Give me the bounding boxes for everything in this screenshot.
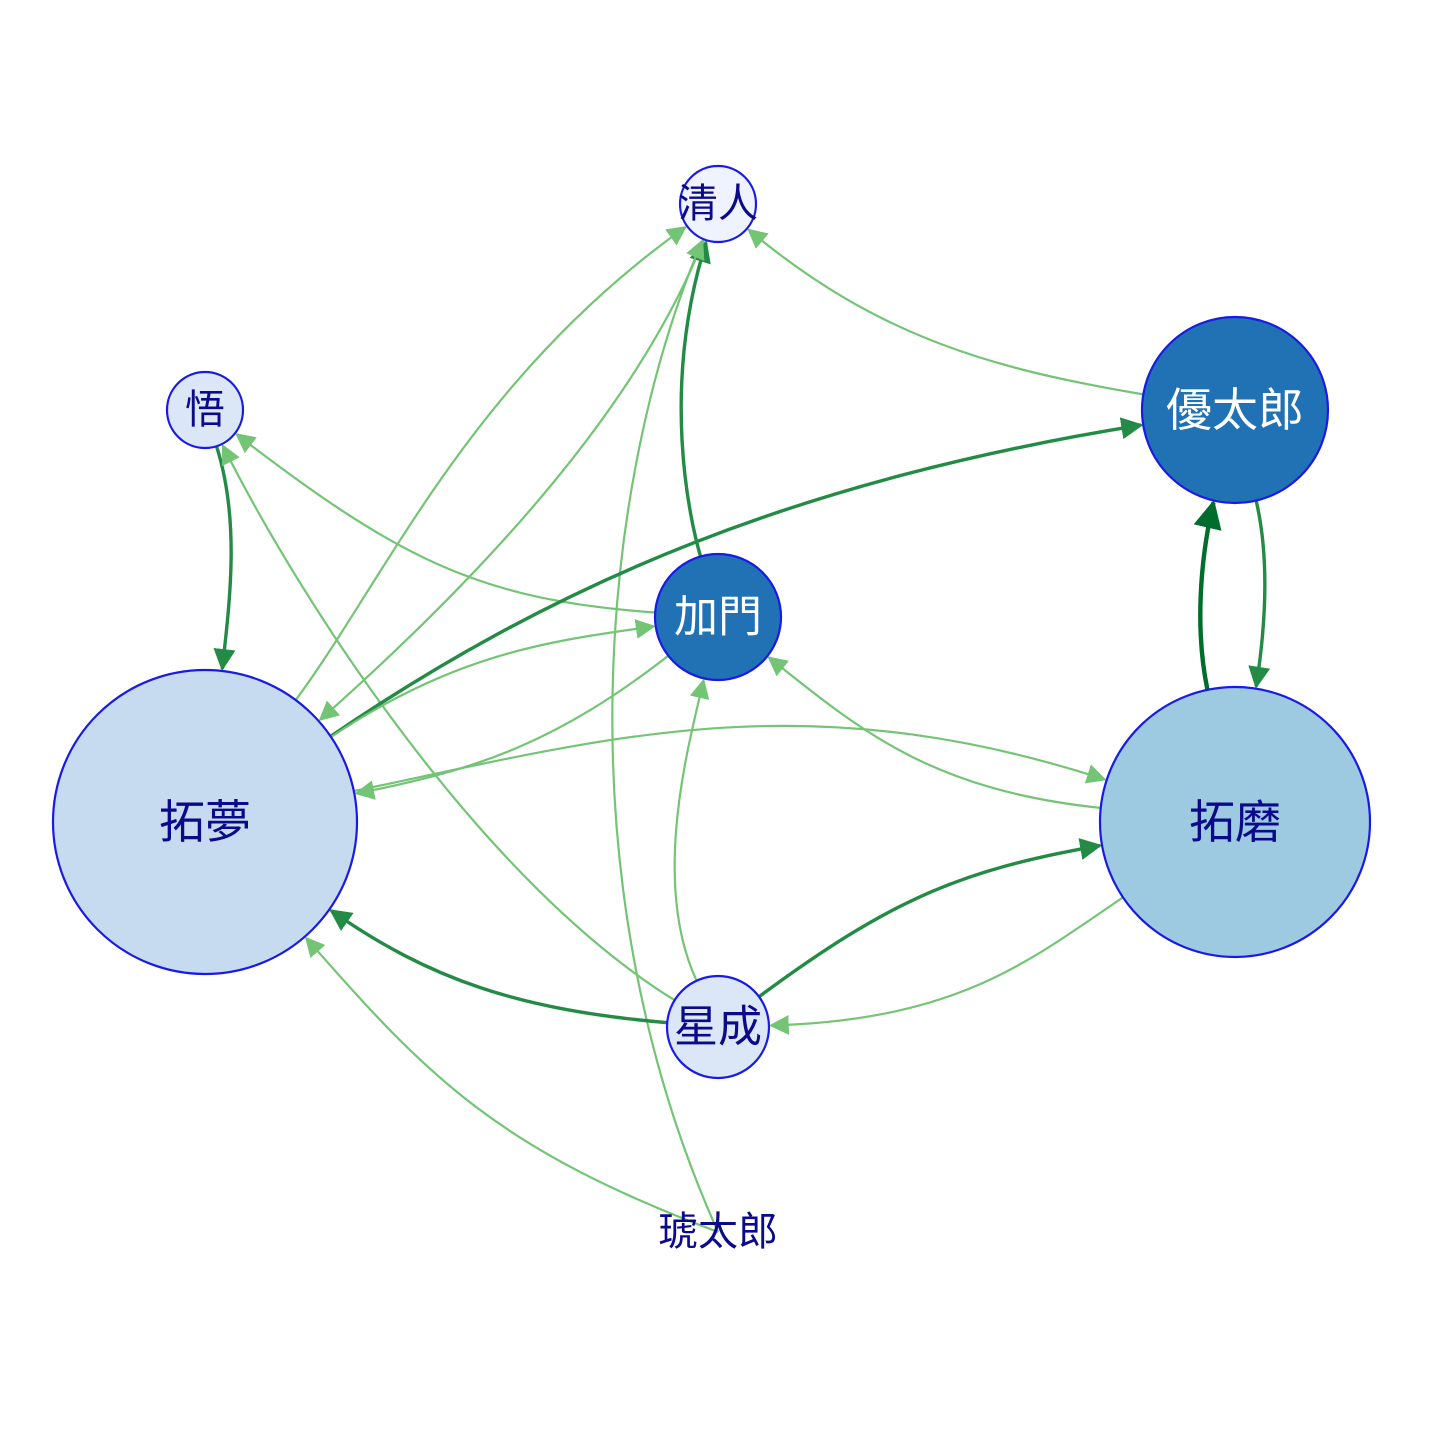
node-takuma	[1098, 685, 1372, 959]
edge-kotaro-to-takumu	[304, 936, 719, 1234]
edge-kamon-to-satoru	[235, 433, 656, 614]
edge-seina-to-takumu	[329, 909, 668, 1025]
edge-takumu-to-takuma	[353, 724, 1107, 793]
edge-seina-to-takuma	[758, 838, 1103, 999]
edge-kotaro-to-kiyoto	[611, 238, 720, 1233]
node-satoru	[165, 370, 245, 450]
node-label-kotaro: 琥太郎	[658, 1209, 778, 1255]
node-seina	[665, 974, 771, 1080]
edge-takumu-to-kamon	[330, 619, 656, 738]
edge-kamon-to-kiyoto	[679, 240, 711, 557]
edge-kamon-to-takumu	[354, 654, 669, 800]
edge-takuma-to-kamon	[767, 656, 1101, 810]
node-label-yutaro: 優太郎	[1166, 383, 1304, 437]
edge-takuma-to-seina	[768, 896, 1124, 1035]
node-label-kiyoto: 清人	[678, 181, 758, 227]
node-label-satoru: 悟	[185, 387, 225, 433]
node-layer	[51, 164, 1372, 1080]
edge-takumu-to-yutaro	[329, 417, 1144, 738]
edge-layer	[213, 226, 1271, 1234]
edge-kiyoto-to-takumu	[318, 238, 705, 722]
node-yutaro	[1140, 315, 1330, 505]
edge-yutaro-to-takuma	[1248, 500, 1271, 689]
edge-seina-to-satoru	[221, 444, 676, 1002]
node-label-seina: 星成	[674, 1002, 762, 1053]
edge-seina-to-kamon	[673, 678, 710, 982]
node-kiyoto	[678, 164, 758, 244]
node-kamon	[653, 552, 783, 682]
node-label-takuma: 拓磨	[1189, 795, 1281, 849]
node-takumu	[51, 668, 359, 976]
edge-satoru-to-takumu	[213, 445, 236, 672]
edge-yutaro-to-kiyoto	[747, 228, 1144, 396]
edge-takumu-to-kiyoto	[294, 226, 687, 701]
node-label-takumu: 拓夢	[159, 795, 251, 849]
edge-takuma-to-yutaro	[1193, 499, 1222, 691]
node-label-kamon: 加門	[674, 592, 762, 643]
